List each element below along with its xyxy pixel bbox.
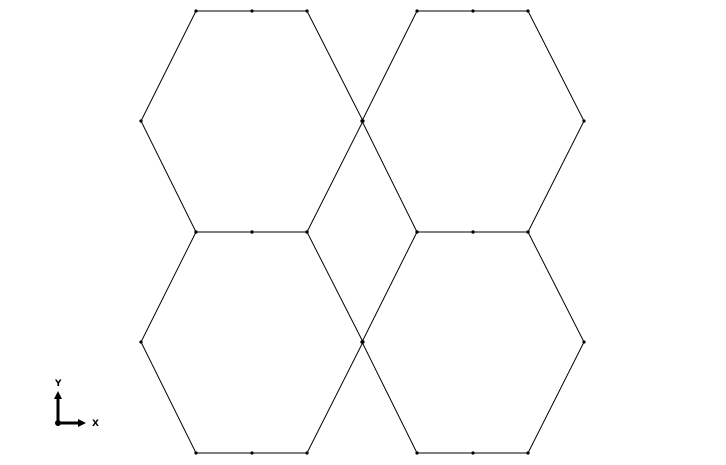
mesh-node[interactable] [582, 119, 586, 123]
mesh-node[interactable] [250, 230, 254, 234]
hexagon-bottom-left[interactable] [140, 231, 364, 454]
mesh-node[interactable] [471, 230, 475, 234]
mesh-node[interactable] [415, 230, 419, 234]
hexagon-bottom-right[interactable] [361, 231, 585, 454]
mesh-node[interactable] [305, 9, 309, 13]
y-axis-arrow-head [54, 391, 62, 399]
axis-triad: Y X [54, 379, 99, 429]
hexagon-top-right[interactable] [361, 10, 585, 233]
mesh-node[interactable] [360, 340, 364, 344]
mesh-node[interactable] [471, 451, 475, 455]
mesh-node[interactable] [305, 230, 309, 234]
mesh-node[interactable] [471, 9, 475, 13]
mesh-node[interactable] [526, 230, 530, 234]
mesh-node[interactable] [305, 451, 309, 455]
mesh-node[interactable] [360, 119, 364, 123]
x-axis-label: X [92, 419, 99, 429]
mesh-node[interactable] [139, 340, 143, 344]
mesh-node[interactable] [250, 451, 254, 455]
mesh-node[interactable] [194, 451, 198, 455]
mesh-node[interactable] [194, 9, 198, 13]
triad-origin [55, 420, 61, 426]
y-axis-label: Y [54, 379, 62, 389]
hexagon-top-left[interactable] [140, 10, 364, 233]
mesh-node[interactable] [526, 451, 530, 455]
mesh-node[interactable] [415, 9, 419, 13]
hexagon-mesh [139, 9, 586, 455]
mesh-node[interactable] [194, 230, 198, 234]
mesh-node[interactable] [582, 340, 586, 344]
mesh-node[interactable] [139, 119, 143, 123]
x-axis-arrow-head [78, 419, 86, 427]
mesh-node[interactable] [250, 9, 254, 13]
mesh-node[interactable] [415, 451, 419, 455]
mesh-node[interactable] [526, 9, 530, 13]
